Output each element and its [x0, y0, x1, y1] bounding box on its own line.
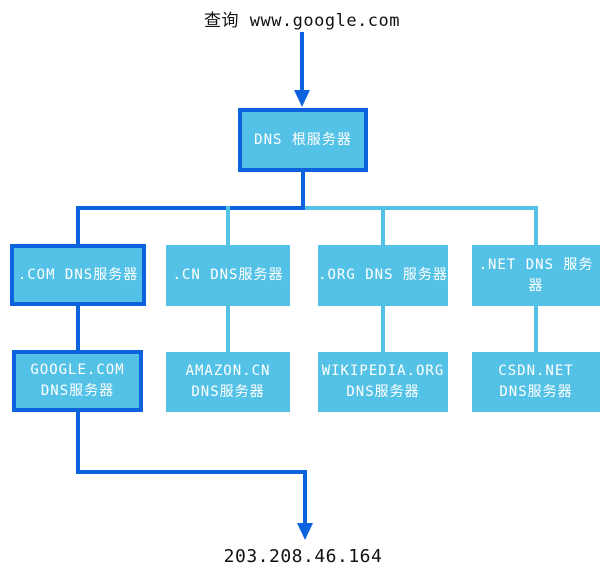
- auth-amazon-dns-server-node: AMAZON.CN DNS服务器: [166, 352, 290, 412]
- connector-drop-cn: [226, 206, 230, 245]
- connector-com-to-google: [76, 306, 80, 350]
- root-dns-server-node: DNS 根服务器: [238, 108, 368, 172]
- connector-branch: [305, 206, 538, 210]
- query-label: 查询 www.google.com: [203, 11, 401, 31]
- query-arrow-line: [300, 32, 304, 90]
- auth-wikipedia-dns-server-node: WIKIPEDIA.ORG DNS服务器: [318, 352, 448, 412]
- tld-org-label: .ORG DNS 服务器: [318, 267, 448, 283]
- resolved-ip-label: 203.208.46.164: [223, 546, 383, 567]
- tld-org-dns-server-node: .ORG DNS 服务器: [318, 245, 448, 306]
- connector-result-drop: [76, 412, 80, 474]
- tld-com-dns-server-node: .COM DNS服务器: [10, 244, 146, 306]
- auth-wikipedia-label-line1: WIKIPEDIA.ORG: [321, 363, 445, 379]
- tld-cn-label: .CN DNS服务器: [172, 267, 284, 283]
- connector-branch-highlighted: [76, 206, 305, 210]
- auth-csdn-dns-server-node: CSDN.NET DNS服务器: [472, 352, 600, 412]
- root-dns-server-label: DNS 根服务器: [254, 131, 352, 148]
- connector-drop-net: [534, 206, 538, 245]
- connector-drop-org: [381, 206, 385, 245]
- connector-cn-to-amazon: [226, 305, 230, 352]
- tld-net-dns-server-node: .NET DNS 服务器: [472, 245, 600, 306]
- auth-google-label-line2: DNS服务器: [40, 383, 115, 399]
- connector-org-to-wikipedia: [381, 305, 385, 352]
- tld-cn-dns-server-node: .CN DNS服务器: [166, 245, 290, 306]
- connector-root-drop: [301, 170, 305, 208]
- auth-google-dns-server-node: GOOGLE.COM DNS服务器: [12, 350, 143, 412]
- connector-net-to-csdn: [534, 305, 538, 352]
- auth-wikipedia-label-line2: DNS服务器: [346, 384, 420, 400]
- result-arrow-down-icon: [297, 523, 313, 540]
- tld-com-label: .COM DNS服务器: [17, 266, 139, 283]
- connector-result-across: [76, 470, 307, 474]
- auth-csdn-label-line2: DNS服务器: [499, 384, 573, 400]
- tld-net-label: .NET DNS 服务器: [478, 256, 594, 294]
- query-arrow-down-icon: [294, 90, 310, 107]
- auth-amazon-label-line1: AMAZON.CN: [185, 363, 271, 379]
- auth-amazon-label-line2: DNS服务器: [191, 384, 265, 400]
- connector-drop-com: [76, 206, 80, 244]
- connector-result-final: [303, 470, 307, 523]
- auth-google-label-line1: GOOGLE.COM: [30, 362, 125, 378]
- auth-csdn-label-line1: CSDN.NET: [498, 363, 574, 379]
